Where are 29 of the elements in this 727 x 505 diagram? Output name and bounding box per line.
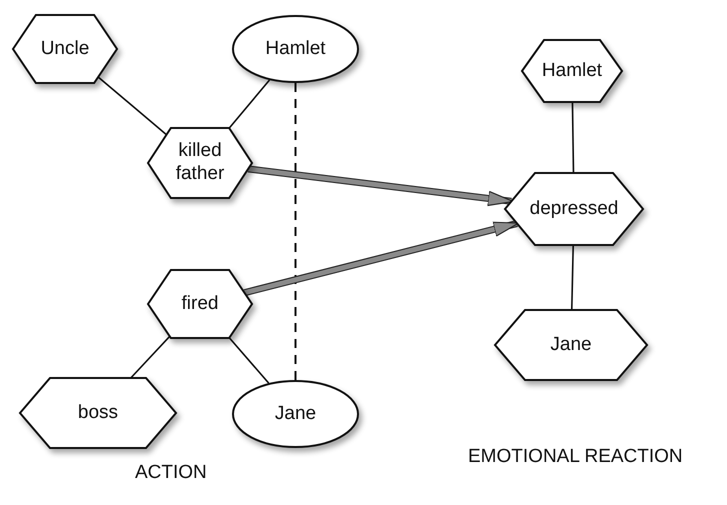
hexagon-node xyxy=(495,310,647,380)
hexagon-node xyxy=(13,15,117,83)
connector-line xyxy=(572,102,574,174)
ellipse-node xyxy=(232,380,359,448)
node-label: Jane xyxy=(274,402,318,426)
hexagon-node xyxy=(505,173,643,245)
node-label: boss xyxy=(76,402,120,424)
connector-line xyxy=(294,83,296,380)
ellipse-node xyxy=(232,15,359,83)
arrow xyxy=(248,165,514,206)
hexagon-node xyxy=(148,128,252,198)
node-label: Hamlet xyxy=(264,38,327,60)
node-label: fired xyxy=(180,292,220,316)
node-label: Uncle xyxy=(40,38,90,60)
hexagon-node xyxy=(148,270,252,338)
hexagon-node xyxy=(20,378,176,448)
connector-line xyxy=(130,336,170,379)
section-label: ACTION xyxy=(135,462,207,484)
section-label: EMOTIONAL REACTION xyxy=(468,446,683,468)
arrow xyxy=(244,220,520,296)
node-label: depressed xyxy=(528,198,620,220)
node-label: Jane xyxy=(549,334,593,356)
connector-line xyxy=(98,76,168,136)
hexagon-node xyxy=(522,40,622,102)
connector-line xyxy=(570,244,574,310)
connector-line xyxy=(228,337,270,384)
connector-line xyxy=(228,80,270,129)
node-label: Hamlet xyxy=(540,60,604,82)
node-label: killed father xyxy=(174,140,226,186)
